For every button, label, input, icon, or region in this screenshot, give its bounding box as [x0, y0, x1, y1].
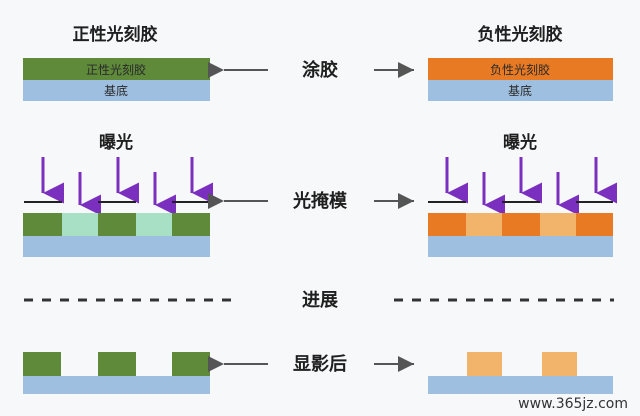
step-develop: 显影后 — [293, 354, 347, 375]
positive-exposure-label: 曝光 — [99, 132, 133, 153]
step-coating: 涂胶 — [302, 59, 338, 81]
negative-substrate-layer — [428, 80, 613, 101]
step-progress: 进展 — [302, 290, 339, 311]
positive-resist-layer — [23, 58, 210, 80]
positive-developed-stack — [23, 352, 210, 394]
positive-coating-stack: 正性光刻胶 基底 — [23, 58, 210, 101]
positive-substrate-label: 基底 — [104, 83, 128, 98]
unexposed-resist — [172, 213, 210, 236]
unexposed-resist — [540, 213, 576, 236]
positive-substrate-layer — [23, 236, 210, 257]
negative-resist-title: 负性光刻胶 — [478, 24, 563, 45]
step-photomask: 光掩模 — [292, 190, 348, 212]
negative-substrate-layer — [428, 376, 613, 394]
watermark-text: www.365jz.com — [518, 396, 628, 412]
positive-substrate-layer — [23, 376, 210, 394]
unexposed-resist — [466, 213, 502, 236]
positive-exposure-stack — [23, 157, 213, 257]
exposed-resist — [502, 213, 540, 236]
remaining-resist — [542, 352, 577, 376]
negative-exposure-label: 曝光 — [503, 132, 537, 153]
negative-substrate-label: 基底 — [508, 83, 532, 98]
negative-substrate-layer — [428, 236, 613, 257]
negative-resist-layer — [428, 58, 613, 80]
positive-resist-title: 正性光刻胶 — [73, 24, 158, 45]
negative-resist-label: 负性光刻胶 — [490, 62, 550, 77]
positive-substrate-layer — [23, 80, 210, 101]
negative-coating-stack: 负性光刻胶 基底 — [428, 58, 613, 101]
remaining-resist — [23, 352, 61, 376]
exposed-resist — [62, 213, 98, 236]
negative-exposure-stack — [428, 157, 617, 257]
exposed-resist — [136, 213, 172, 236]
remaining-resist — [467, 352, 502, 376]
negative-developed-stack — [428, 352, 613, 394]
exposed-resist — [428, 213, 466, 236]
unexposed-resist — [98, 213, 136, 236]
unexposed-resist — [23, 213, 62, 236]
remaining-resist — [172, 352, 210, 376]
exposed-resist — [576, 213, 613, 236]
positive-resist-label: 正性光刻胶 — [86, 62, 146, 77]
remaining-resist — [98, 352, 136, 376]
